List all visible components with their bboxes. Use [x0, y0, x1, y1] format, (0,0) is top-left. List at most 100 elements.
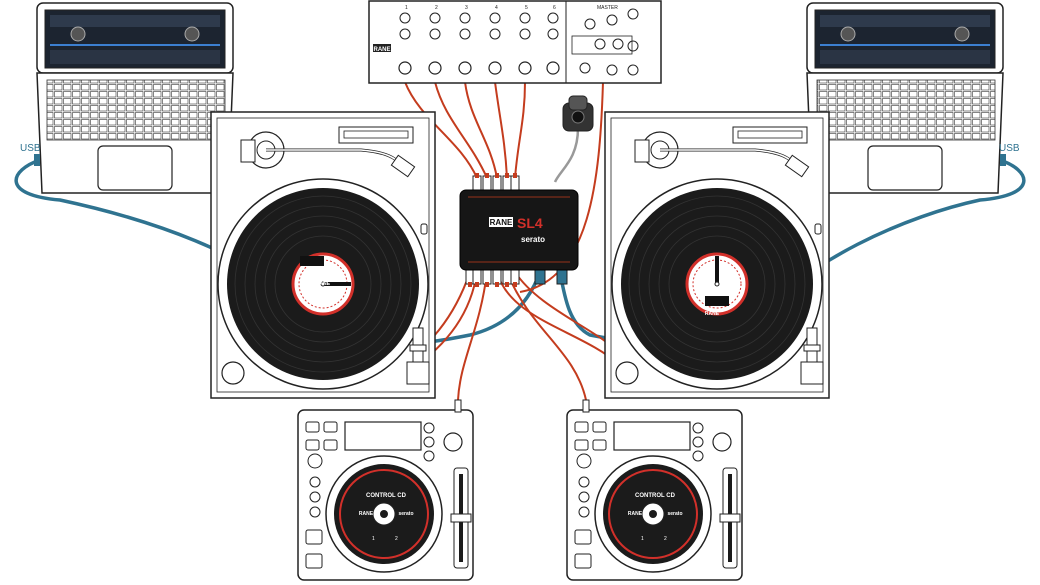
rca-plug-tip [475, 282, 479, 287]
cd-knob-small [307, 453, 323, 469]
cd-small-button [423, 422, 435, 434]
sl4-partner: serato [521, 235, 545, 244]
cd-button [305, 421, 320, 433]
vinyl-groove [658, 225, 776, 343]
disc-hole [380, 510, 388, 518]
rca-plug-tip [475, 173, 479, 178]
counterweight [240, 139, 256, 163]
cd-button [592, 439, 607, 451]
vinyl-groove [234, 195, 412, 373]
mixer-knob [428, 61, 442, 75]
mixer-knob [606, 64, 618, 76]
cd-button [323, 421, 338, 433]
vinyl-groove [628, 195, 806, 373]
headshell [784, 154, 810, 178]
cd-button [323, 439, 338, 451]
mixer-knob [489, 12, 501, 24]
usb-plug-right [1000, 154, 1006, 166]
mixer-knob [518, 61, 532, 75]
usb-plug-left [34, 154, 40, 166]
cd-small-button [423, 450, 435, 462]
mixer-knob [399, 28, 411, 40]
channel-number: 3 [465, 5, 468, 11]
usb-label-left: USB [20, 143, 41, 154]
cd-small-button [692, 450, 704, 462]
pitch-slider-knob [450, 513, 472, 523]
cd-side-button [578, 476, 590, 488]
mixer-knob [612, 38, 624, 50]
channel-number: 4 [495, 5, 498, 11]
power-knob [615, 361, 639, 385]
audio-cable [457, 271, 488, 401]
sl4-brand-badge [489, 217, 513, 227]
mixer-knob [489, 28, 501, 40]
audio-cable [434, 81, 488, 179]
sl4-interface: RANE SL4 serato [459, 173, 579, 287]
mixer-knob [606, 14, 618, 26]
cd-button [574, 439, 589, 451]
counterweight [634, 139, 650, 163]
pitch-display-area [732, 126, 808, 144]
cd-player-right [566, 409, 743, 581]
mixer-knob [627, 64, 639, 76]
mixer-knob [519, 12, 531, 24]
switch [814, 223, 822, 235]
cd-knob [712, 432, 732, 452]
rca-plug-tip [495, 173, 499, 178]
spindle [714, 281, 720, 287]
power-knob [221, 361, 245, 385]
pitch-display-area [338, 126, 414, 144]
channel-number: 1 [405, 5, 408, 11]
rca-plug-tip [495, 282, 499, 287]
headphone-box [562, 95, 594, 132]
cd-left-disc-brand: RANE [359, 511, 374, 517]
vinyl-marker [715, 256, 719, 284]
turntable-right [604, 111, 830, 399]
turntable-left [210, 111, 436, 399]
mixer-knob [627, 8, 639, 20]
vinyl-groove [668, 235, 766, 333]
mixer-knob [594, 38, 606, 50]
mixer-knob [546, 61, 560, 75]
rca-plug-tip [513, 282, 517, 287]
cd-knob-small [576, 453, 592, 469]
vinyl-brand-badge [705, 296, 729, 306]
pitch-fader [803, 344, 821, 352]
audio-cable [506, 271, 587, 401]
vinyl-brand-badge [300, 256, 324, 266]
rca-plug-tip [505, 173, 509, 178]
cd-left-track-1: 1 [372, 536, 375, 542]
rca-plug-tip [485, 282, 489, 287]
start-button [800, 361, 824, 385]
cd-cable-plug [454, 399, 462, 413]
cd-left-disc-title: CONTROL CD [366, 493, 407, 499]
cd-cue-button [574, 529, 592, 545]
cd-small-button [692, 422, 704, 434]
vinyl-groove [638, 205, 796, 363]
channel-number: 2 [435, 5, 438, 11]
turntable-inner-edge [610, 117, 824, 393]
cd-display [344, 421, 422, 451]
control-disc-ring [608, 469, 698, 559]
turntable-left-label-brand: RANE [316, 281, 331, 287]
mixer-knob [579, 62, 591, 74]
sl4-brand: RANE [490, 218, 513, 227]
mixer-knob [627, 40, 639, 52]
mixer-knobs [398, 8, 639, 76]
audio-cable [514, 81, 526, 179]
mixer-section-box [571, 35, 633, 55]
mixer-knob [458, 61, 472, 75]
rca-plug-tip [513, 173, 517, 178]
vinyl-groove [244, 205, 402, 363]
turntable-right-label-brand: RANE [705, 311, 720, 317]
rca-plug-tip [485, 173, 489, 178]
mixer-knob [488, 61, 502, 75]
rca-plug-tip [505, 282, 509, 287]
cd-side-button [309, 476, 321, 488]
mixer-knob [459, 12, 471, 24]
mixer-master-label: MASTER [597, 5, 618, 11]
rca-plug-tip [468, 282, 472, 287]
channel-number: 6 [553, 5, 556, 11]
laptop-right [806, 2, 1004, 194]
